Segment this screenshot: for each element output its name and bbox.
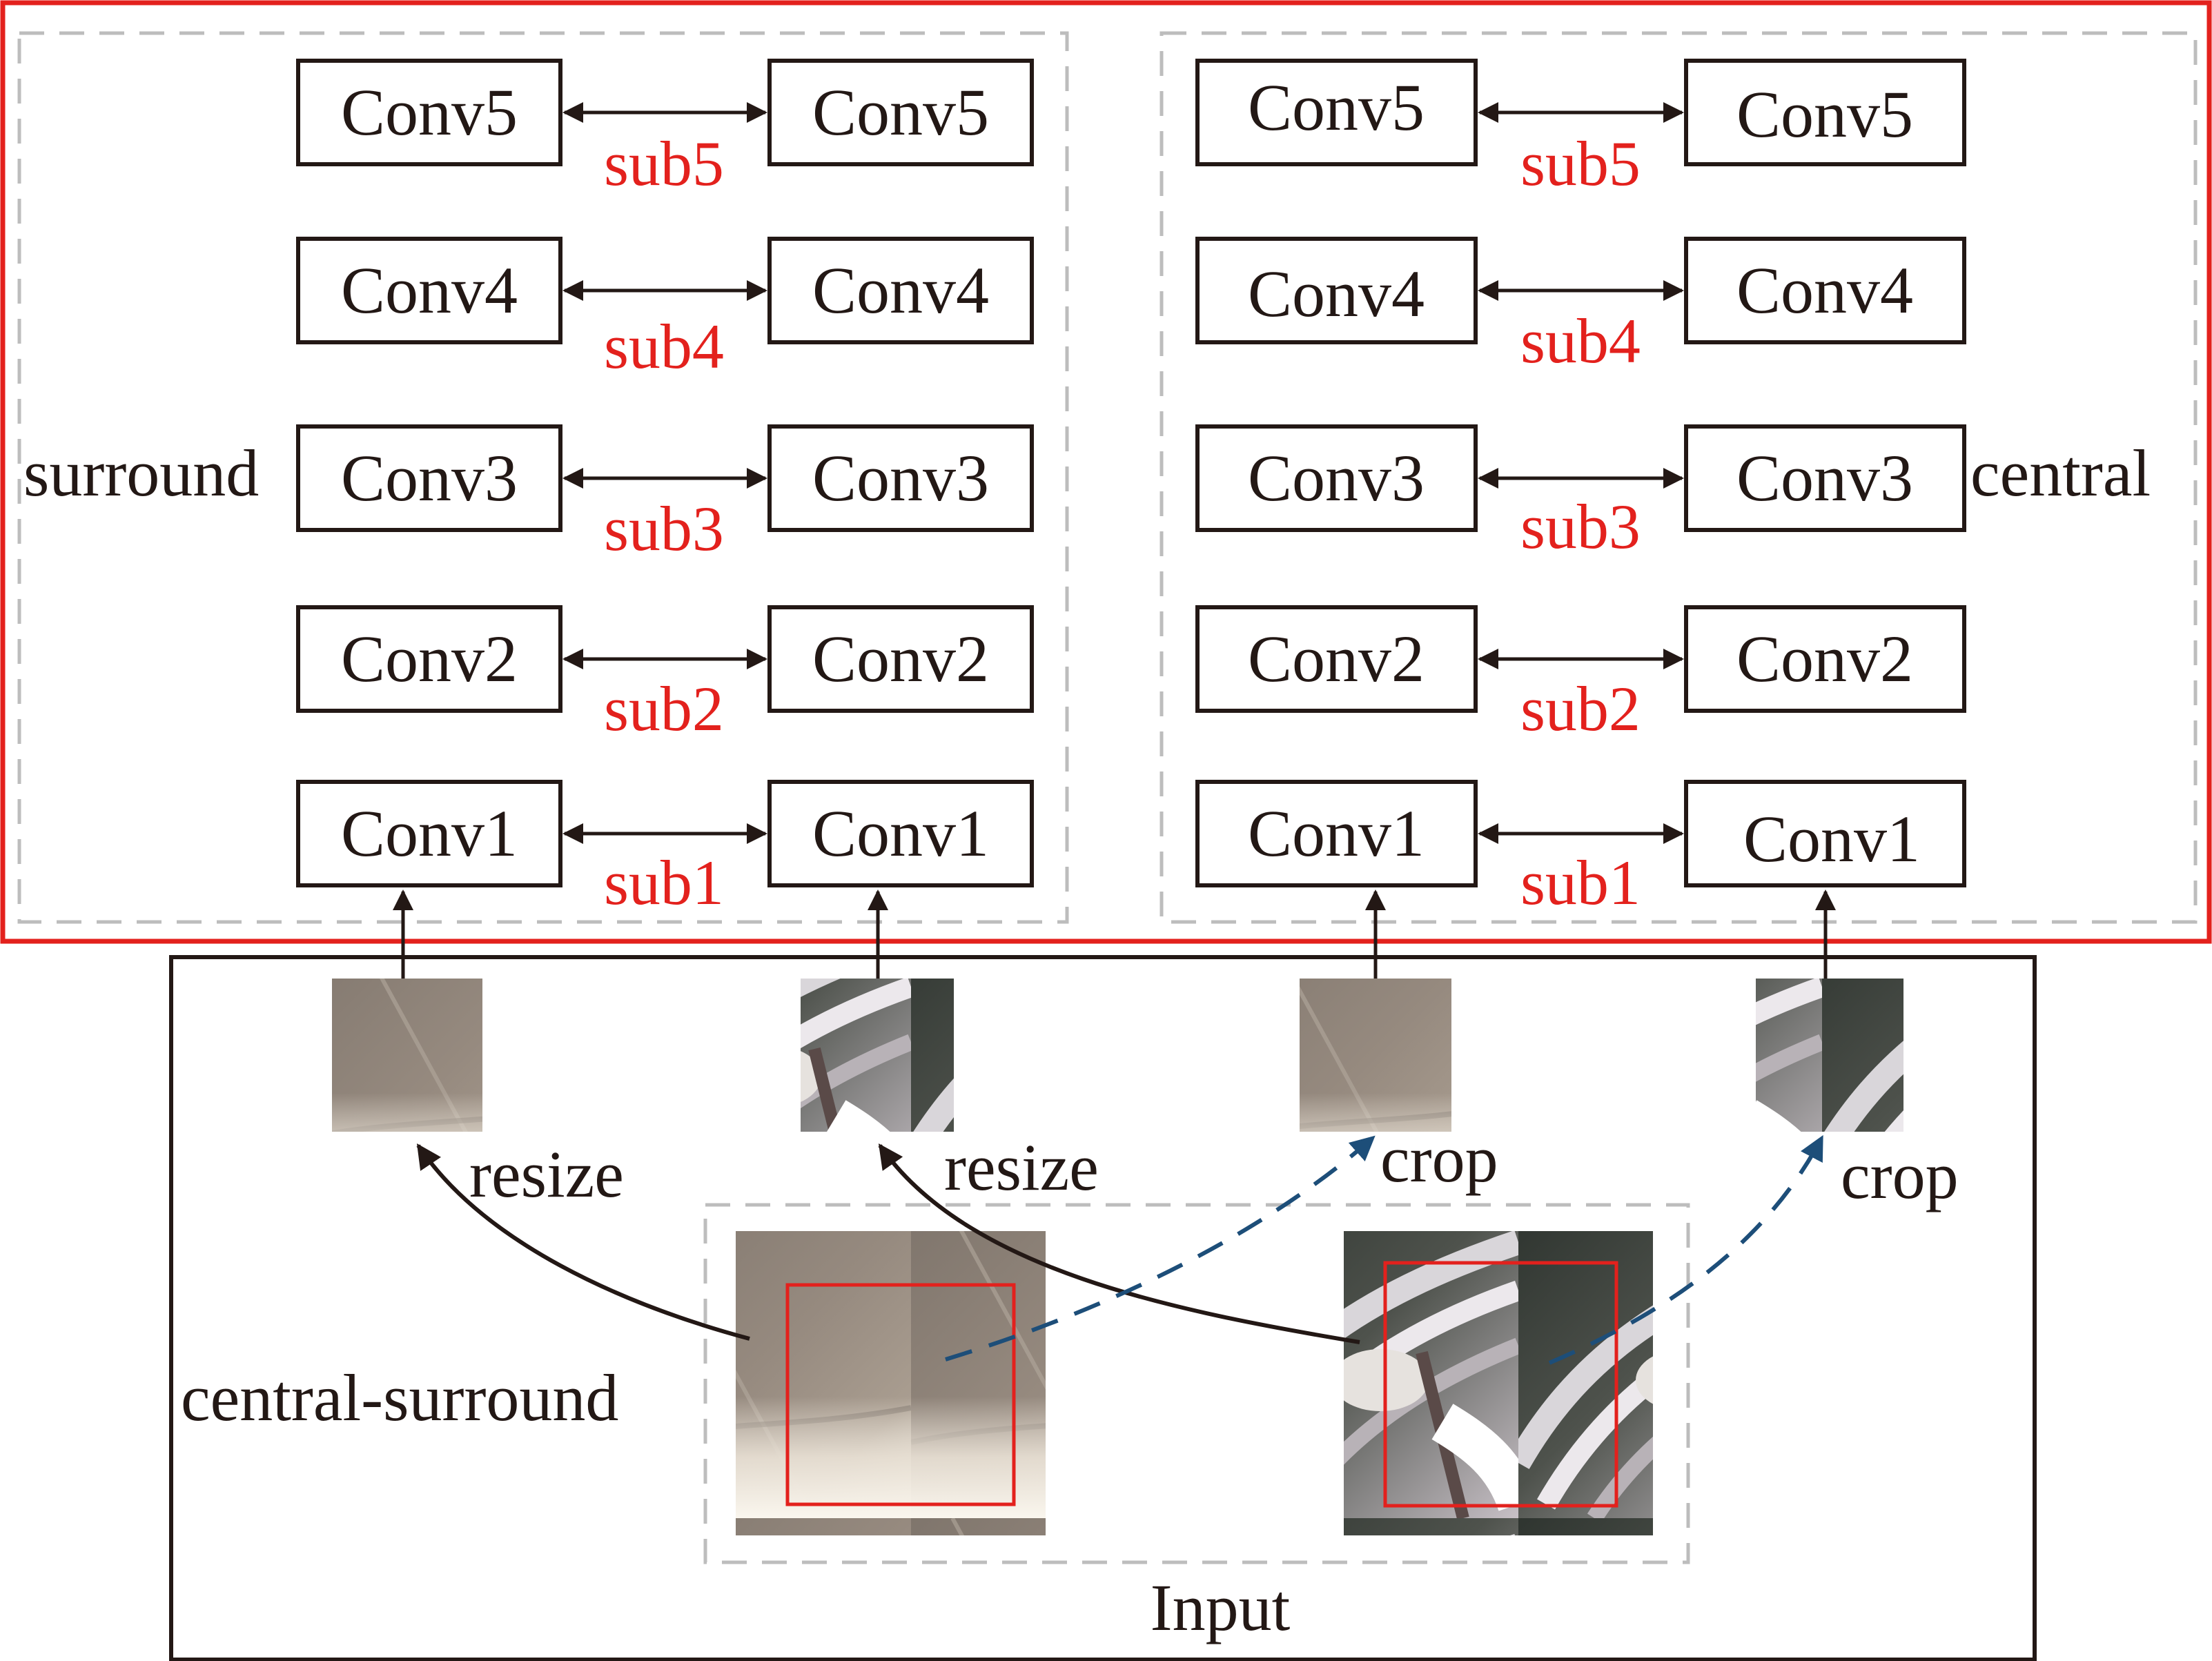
central-conv2-right-label: Conv2 xyxy=(1736,622,1913,696)
central-row-3: Conv3 Conv3 sub3 xyxy=(1195,424,1966,562)
surround-row-3: Conv3 Conv3 sub3 xyxy=(296,424,1034,564)
crop-label-right: crop xyxy=(1841,1139,1959,1212)
surround-conv5-right-label: Conv5 xyxy=(812,75,989,149)
central-conv4-right-box xyxy=(1684,237,1966,344)
surround-side-label: surround xyxy=(23,436,259,510)
crop-label-left: crop xyxy=(1380,1122,1498,1196)
surround-conv5-left-box xyxy=(296,59,562,166)
surround-conv2-left-box xyxy=(296,605,562,713)
surround-conv5-left-label: Conv5 xyxy=(341,75,518,149)
surround-sub4-label: sub4 xyxy=(604,311,724,382)
central-conv2-left-box xyxy=(1195,605,1478,713)
central-conv5-left-box xyxy=(1195,59,1478,166)
surround-row-4: Conv4 Conv4 sub4 xyxy=(296,237,1034,382)
central-conv1-right-box xyxy=(1684,780,1966,887)
central-row-2: Conv2 Conv2 sub2 xyxy=(1195,605,1966,744)
central-conv5-left-label: Conv5 xyxy=(1248,70,1425,144)
surround-sub3-label: sub3 xyxy=(604,493,724,564)
central-conv1-right-label: Conv1 xyxy=(1743,802,1920,876)
resize-arrow-sand xyxy=(416,1143,750,1341)
central-sub5-label: sub5 xyxy=(1520,128,1641,199)
central-sub1-label: sub1 xyxy=(1520,847,1641,918)
surround-conv3-right-box xyxy=(767,424,1034,532)
surround-conv1-left-label: Conv1 xyxy=(341,796,518,870)
central-conv4-left-box xyxy=(1195,237,1478,344)
central-sub3-label: sub3 xyxy=(1520,491,1641,562)
surround-conv5-right-box xyxy=(767,59,1034,166)
central-conv1-left-box xyxy=(1195,780,1478,887)
central-conv3-left-label: Conv3 xyxy=(1248,441,1425,515)
central-conv5-right-box xyxy=(1684,59,1966,166)
road-input-image xyxy=(1344,1231,1653,1535)
input-panel-frame xyxy=(169,955,2037,1661)
surround-row-1: Conv1 Conv1 sub1 xyxy=(296,780,1034,918)
surround-conv1-right-label: Conv1 xyxy=(812,796,989,870)
central-conv4-right-label: Conv4 xyxy=(1736,253,1913,327)
central-conv2-left-label: Conv2 xyxy=(1248,622,1425,696)
surround-sub1-label: sub1 xyxy=(604,847,724,918)
central-conv3-right-box xyxy=(1684,424,1966,532)
surround-conv3-left-label: Conv3 xyxy=(341,441,518,515)
central-surround-frame xyxy=(703,1203,1690,1564)
crop-arrow-sand xyxy=(945,1135,1376,1362)
central-side-label: central xyxy=(1970,436,2151,510)
crop-arrow-road xyxy=(1548,1134,1824,1365)
resize-label-right: resize xyxy=(944,1130,1099,1204)
central-sub4-label: sub4 xyxy=(1520,306,1641,376)
surround-conv1-right-box xyxy=(767,780,1034,887)
surround-resized-sand-patch xyxy=(332,979,482,1132)
surround-resized-road-patch xyxy=(801,979,954,1132)
central-cropped-sand-patch xyxy=(1300,979,1451,1132)
surround-row-5: Conv5 Conv5 sub5 xyxy=(296,59,1034,199)
central-conv2-right-box xyxy=(1684,605,1966,713)
sand-input-image xyxy=(736,1231,1046,1535)
road-crop-region xyxy=(1383,1261,1618,1508)
resize-arrow-road xyxy=(878,1143,1360,1344)
surround-row-2: Conv2 Conv2 sub2 xyxy=(296,605,1034,744)
central-row-5: Conv5 Conv5 sub5 xyxy=(1195,59,1966,199)
sand-crop-region xyxy=(785,1283,1016,1506)
surround-conv2-left-label: Conv2 xyxy=(341,622,518,696)
central-cropped-road-patch xyxy=(1756,979,1903,1132)
resize-label-left: resize xyxy=(469,1137,624,1211)
surround-conv4-right-box xyxy=(767,237,1034,344)
surround-conv4-left-label: Conv4 xyxy=(341,253,518,327)
feature-extractor-frame xyxy=(0,0,2212,944)
central-conv3-left-box xyxy=(1195,424,1478,532)
surround-conv1-left-box xyxy=(296,780,562,887)
central-row-1: Conv1 Conv1 sub1 xyxy=(1195,780,1966,918)
central-conv3-right-label: Conv3 xyxy=(1736,441,1913,515)
central-row-4: Conv4 Conv4 sub4 xyxy=(1195,237,1966,376)
input-title: Input xyxy=(1151,1571,1291,1644)
central-conv5-right-label: Conv5 xyxy=(1736,77,1913,151)
surround-sub5-label: sub5 xyxy=(604,128,724,199)
surround-conv3-right-label: Conv3 xyxy=(812,441,989,515)
central-sub2-label: sub2 xyxy=(1520,674,1641,744)
central-surround-label: central-surround xyxy=(181,1361,618,1435)
surround-conv3-left-box xyxy=(296,424,562,532)
surround-sub2-label: sub2 xyxy=(604,674,724,744)
central-conv1-left-label: Conv1 xyxy=(1248,796,1425,870)
surround-conv2-right-label: Conv2 xyxy=(812,622,989,696)
surround-group-frame xyxy=(17,31,1069,924)
surround-conv4-right-label: Conv4 xyxy=(812,253,989,327)
surround-conv4-left-box xyxy=(296,237,562,344)
central-conv4-left-label: Conv4 xyxy=(1248,257,1425,331)
surround-conv2-right-box xyxy=(767,605,1034,713)
